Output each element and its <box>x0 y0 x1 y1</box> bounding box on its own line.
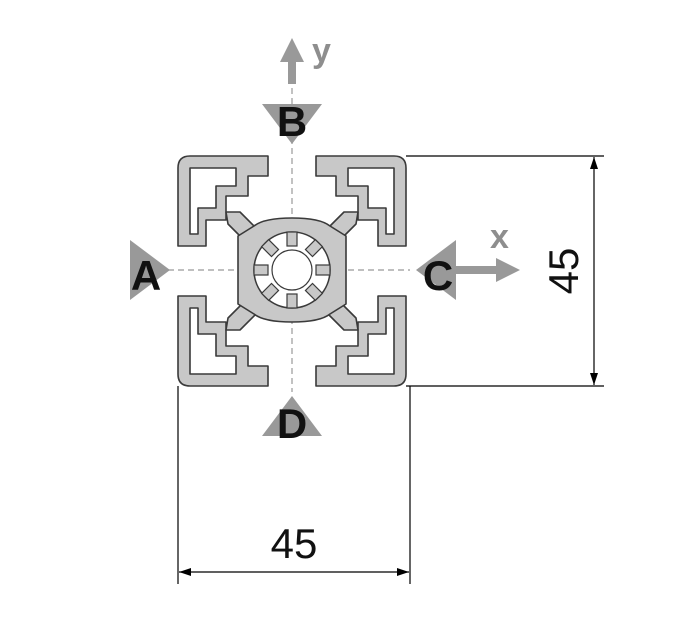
width-dimension-value: 45 <box>271 520 318 567</box>
corner-chamber-top-left <box>177 155 269 247</box>
bore-teeth <box>253 231 331 309</box>
side-label-b: B <box>277 98 307 145</box>
central-bore <box>253 231 331 309</box>
width-dimension <box>177 386 411 584</box>
corner-chamber-bottom-right <box>315 295 407 387</box>
side-label-d: D <box>277 400 307 447</box>
triangle-marker-icon-b <box>262 104 322 144</box>
corner-chamber-bottom-left <box>177 295 269 387</box>
height-dimension <box>406 155 604 387</box>
x-axis-label: x <box>490 218 509 256</box>
height-dimension-value: 45 <box>540 248 587 295</box>
corner-chamber-top-right <box>315 155 407 247</box>
x-axis-arrow-icon <box>456 258 520 282</box>
side-label-c: C <box>423 252 453 299</box>
side-label-a: A <box>131 252 161 299</box>
triangle-marker-icon-a <box>130 240 170 300</box>
triangle-marker-icon-c <box>416 240 456 300</box>
y-axis-label: y <box>312 32 331 70</box>
triangle-marker-icon-d <box>262 396 322 436</box>
y-axis-arrow-icon <box>280 38 304 84</box>
bore-inner <box>271 249 313 291</box>
